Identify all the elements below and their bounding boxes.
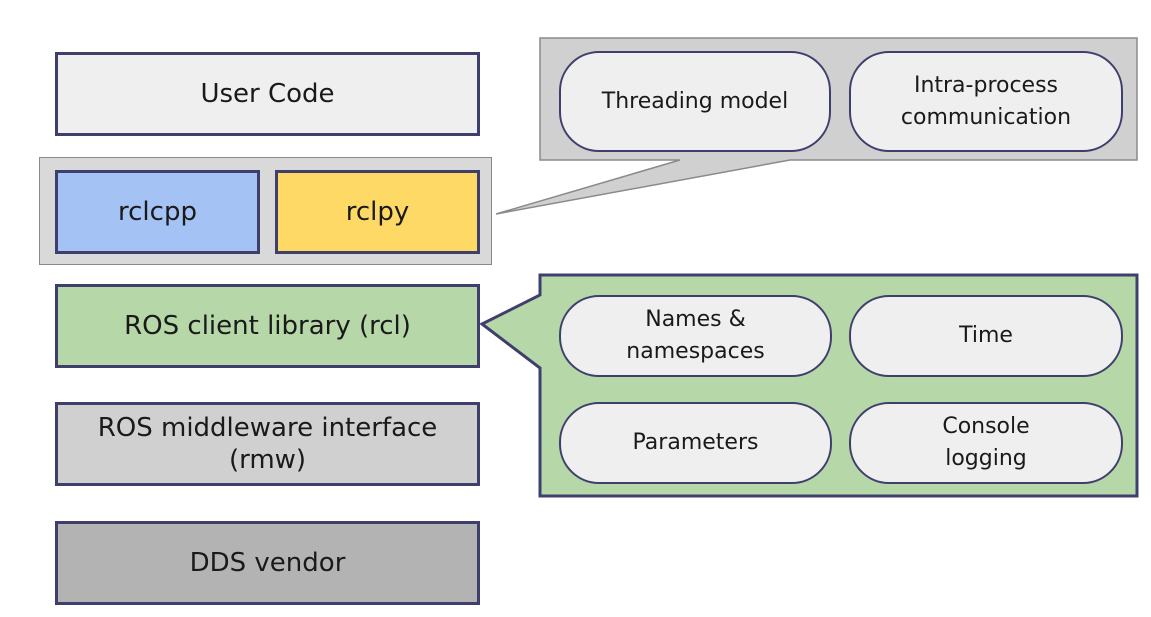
rmw-layer: ROS middleware interface (rmw) xyxy=(55,402,480,486)
rclcpp-box: rclcpp xyxy=(55,170,260,254)
parameters-pill: Parameters xyxy=(559,402,832,484)
console-logging-label: Console logging xyxy=(942,414,1030,471)
intra-process-pill: Intra-process communication xyxy=(849,51,1123,152)
rcl-layer: ROS client library (rcl) xyxy=(55,284,480,368)
time-pill: Time xyxy=(849,295,1123,377)
rclpy-label: rclpy xyxy=(345,197,410,227)
rcl-label: ROS client library (rcl) xyxy=(124,311,411,341)
intra-process-label: Intra-process communication xyxy=(900,72,1072,130)
dds-layer: DDS vendor xyxy=(55,521,480,605)
threading-model-label: Threading model xyxy=(601,88,789,114)
console-logging-pill: Console logging xyxy=(849,402,1123,484)
names-namespaces-pill: Names & namespaces xyxy=(559,295,832,377)
rclpy-box: rclpy xyxy=(275,170,480,254)
user-code-layer: User Code xyxy=(55,52,480,136)
rclcpp-label: rclcpp xyxy=(118,197,197,227)
rmw-label: ROS middleware interface (rmw) xyxy=(97,413,438,475)
dds-label: DDS vendor xyxy=(189,548,346,578)
time-label: Time xyxy=(959,323,1013,348)
user-code-label: User Code xyxy=(200,79,335,109)
names-namespaces-label: Names & namespaces xyxy=(626,307,765,364)
parameters-label: Parameters xyxy=(632,430,759,455)
threading-model-pill: Threading model xyxy=(559,51,831,152)
